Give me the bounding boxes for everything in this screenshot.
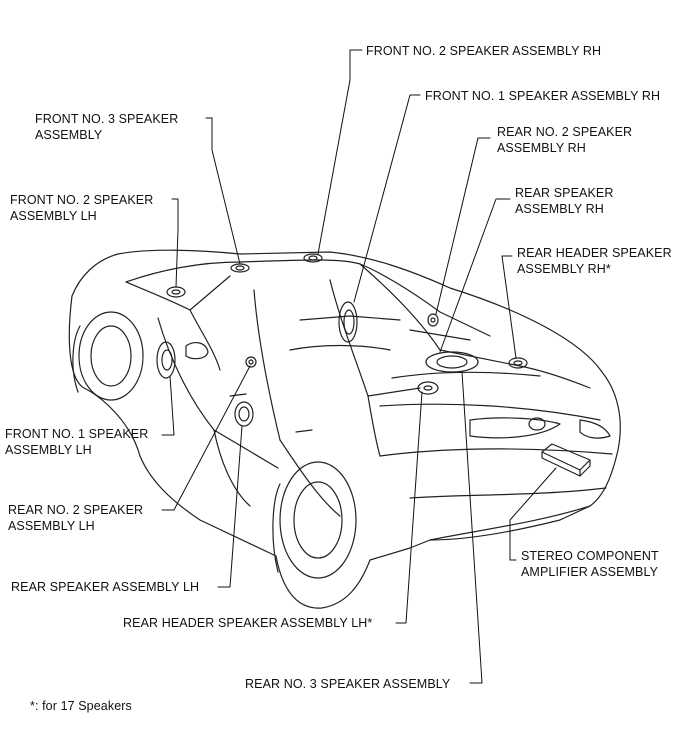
label-rear-no2-speaker-rh: REAR NO. 2 SPEAKER ASSEMBLY RH <box>497 125 633 155</box>
label-front-no2-speaker-lh: FRONT NO. 2 SPEAKER ASSEMBLY LH <box>10 193 154 223</box>
speaker-front-no2-rh <box>303 253 323 263</box>
speaker-front-no3 <box>230 263 250 273</box>
leader-lines <box>161 49 557 684</box>
label-rear-no3-speaker: REAR NO. 3 SPEAKER ASSEMBLY <box>245 677 451 691</box>
stereo-component-amplifier <box>541 443 591 477</box>
speaker-rear-speaker-lh <box>234 401 254 427</box>
label-rear-header-speaker-lh: REAR HEADER SPEAKER ASSEMBLY LH* <box>123 616 373 630</box>
label-stereo-component-amplifier: STEREO COMPONENT AMPLIFIER ASSEMBLY <box>521 549 659 579</box>
label-rear-speaker-rh: REAR SPEAKER ASSEMBLY RH <box>515 186 614 216</box>
speaker-rear-header-lh <box>417 381 439 395</box>
label-front-no1-speaker-rh: FRONT NO. 1 SPEAKER ASSEMBLY RH <box>425 89 661 103</box>
label-front-no2-speaker-rh: FRONT NO. 2 SPEAKER ASSEMBLY RH <box>366 44 602 58</box>
speaker-front-no1-rh <box>338 301 358 343</box>
speaker-rear-header-rh <box>508 357 528 369</box>
speaker-front-no2-lh <box>166 286 186 298</box>
label-front-no3-speaker: FRONT NO. 3 SPEAKER ASSEMBLY <box>35 112 179 142</box>
label-rear-header-speaker-rh: REAR HEADER SPEAKER ASSEMBLY RH* <box>517 246 672 276</box>
car-body <box>68 249 621 609</box>
label-front-no1-speaker-lh: FRONT NO. 1 SPEAKER ASSEMBLY LH <box>5 427 149 457</box>
speaker-rear-no2-rh <box>427 313 439 327</box>
label-rear-speaker-lh: REAR SPEAKER ASSEMBLY LH <box>11 580 200 594</box>
speaker-rear-no2-lh <box>245 356 257 368</box>
speaker-front-no1-lh <box>156 341 176 379</box>
footnote: *: for 17 Speakers <box>30 699 132 713</box>
speaker-rear-speaker-rh <box>425 351 479 373</box>
label-rear-no2-speaker-lh: REAR NO. 2 SPEAKER ASSEMBLY LH <box>8 503 144 533</box>
